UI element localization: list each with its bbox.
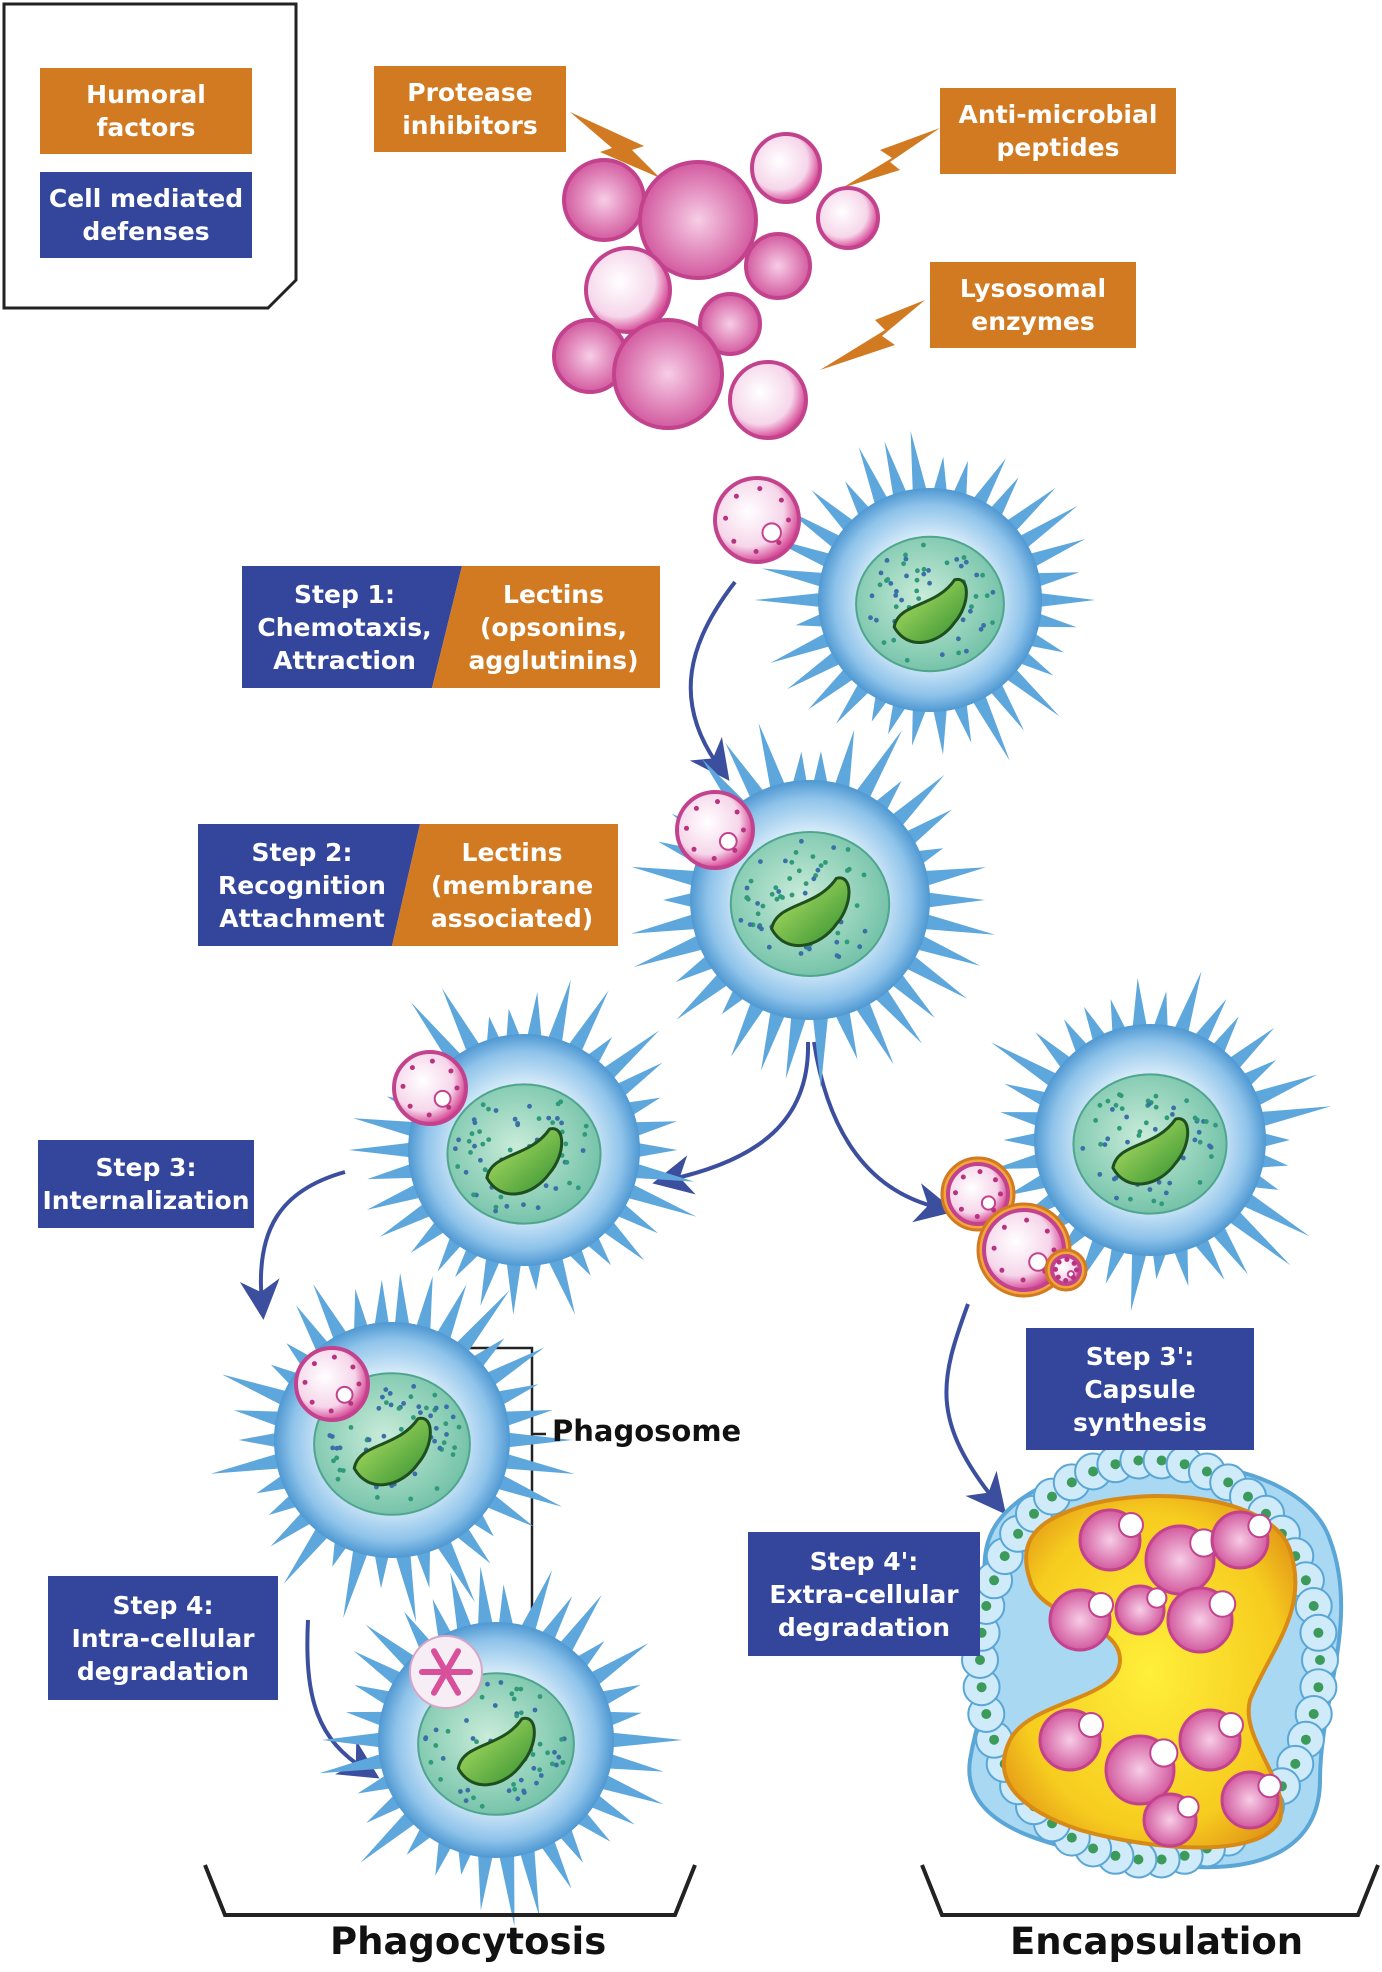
degraded-microbe (409, 1635, 483, 1709)
bolt-protease (570, 112, 660, 178)
step4prime-label: Step 4': Extra-cellular degradation (748, 1532, 980, 1656)
step2-label-bg (198, 824, 618, 946)
microbe-attached (675, 790, 755, 870)
microbe-approaching (713, 476, 801, 564)
microbe-internalizing (392, 1050, 468, 1126)
caption-phagocytosis: Phagocytosis (330, 1920, 607, 1963)
caption-encapsulation: Encapsulation (1010, 1920, 1304, 1963)
bracket-phagocytosis (203, 1864, 697, 1917)
label-protease-inhibitors: Protease inhibitors (374, 66, 566, 152)
step3-label: Step 3: Internalization (38, 1140, 254, 1228)
step3prime-label: Step 3': Capsule synthesis (1026, 1328, 1254, 1450)
lectins-membrane-text: Lectins (membrane associated) (430, 837, 594, 933)
phagocyte-step2 (631, 723, 996, 1088)
capsule (961, 1441, 1344, 1879)
phagosome-microbe (294, 1346, 370, 1422)
arrow-split-right (812, 1041, 956, 1223)
microbe-encapsulated-3 (1044, 1248, 1088, 1292)
arrow-step3prime (944, 1303, 1007, 1515)
label-antimicrobial-peptides: Anti-microbial peptides (940, 88, 1176, 174)
bolt-antimicrobial (842, 128, 940, 188)
arrow-step4 (305, 1619, 380, 1779)
step4-label: Step 4: Intra-cellular degradation (48, 1576, 278, 1700)
step2-label: Step 2: Recognition Attachment Lectins (… (198, 824, 618, 946)
bracket-encapsulation (920, 1864, 1380, 1917)
arrow-split-left (652, 1041, 811, 1195)
phagocyte-encapsulating (991, 971, 1331, 1312)
phagocyte-phagosome (210, 1272, 575, 1623)
legend-humoral-factors: Humoral factors (40, 68, 252, 154)
phagocyte-step1 (754, 431, 1096, 761)
step1-label: Step 1: Chemotaxis, Attraction Lectins (… (242, 566, 660, 688)
legend-cell-mediated: Cell mediated defenses (40, 172, 252, 258)
step1-label-bg (242, 566, 660, 688)
phagocyte-step3 (348, 979, 697, 1315)
phagocyte-degradation (319, 1566, 683, 1927)
step1-text: Step 1: Chemotaxis, Attraction (257, 579, 432, 675)
bolt-lysosomal (820, 300, 925, 370)
legend-frame (2, 2, 298, 310)
lectins-opsonins-text: Lectins (opsonins, agglutinins) (468, 579, 639, 675)
phagosome-label: Phagosome (552, 1414, 742, 1448)
arrow-step3 (239, 1170, 346, 1320)
arrow-step1 (688, 580, 737, 781)
granulocyte-cluster (552, 132, 880, 440)
step2-text: Step 2: Recognition Attachment (218, 837, 386, 933)
label-lysosomal-enzymes: Lysosomal enzymes (930, 262, 1136, 348)
